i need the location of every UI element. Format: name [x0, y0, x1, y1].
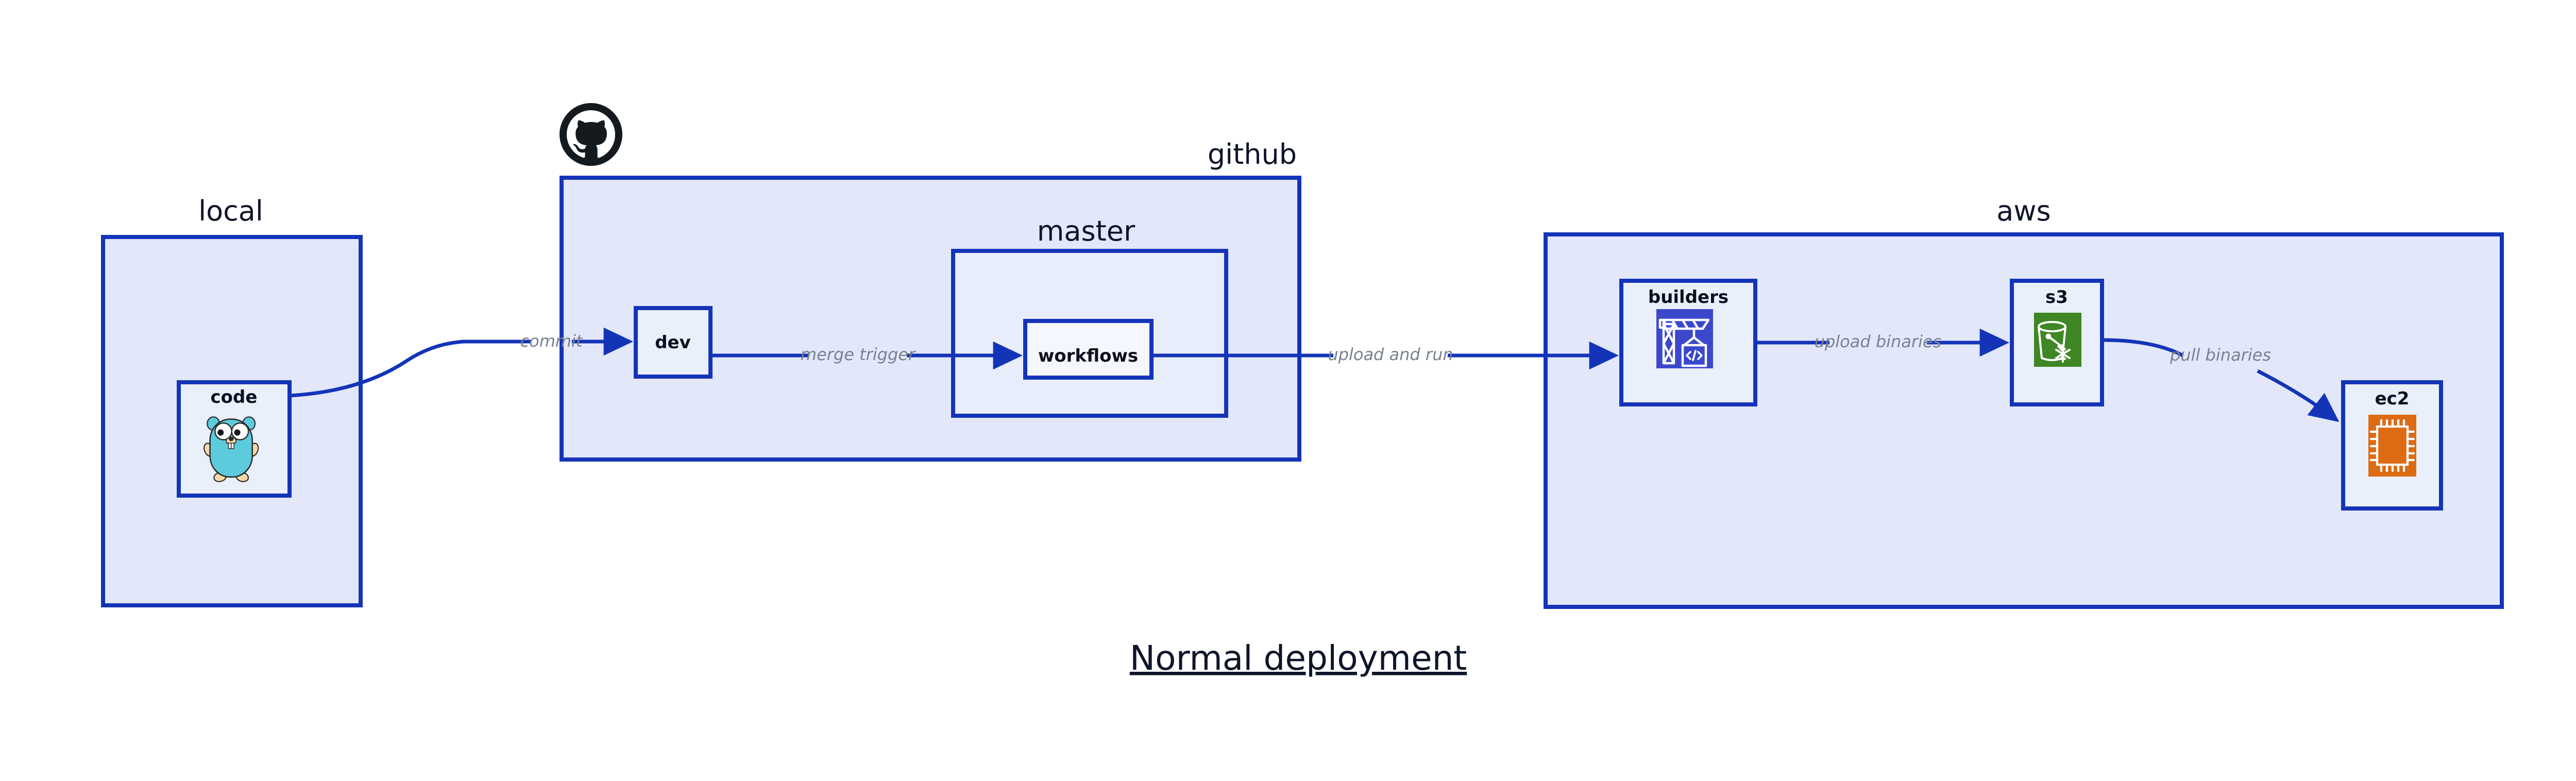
node-workflows-label: workflows	[1038, 346, 1138, 366]
container-aws-label: aws	[1996, 195, 2050, 227]
node-workflows-box	[1023, 319, 1154, 380]
edge-code-to-dev: commit	[289, 327, 634, 398]
aws-codebuild-icon	[1656, 309, 1713, 368]
node-ec2[interactable]: ec2	[2341, 380, 2443, 511]
node-dev-box	[634, 306, 713, 379]
node-code[interactable]: code	[177, 380, 292, 498]
node-dev-label: dev	[655, 332, 691, 353]
node-ec2-label: ec2	[2375, 388, 2410, 409]
aws-ec2-chip-icon	[2368, 415, 2416, 477]
node-workflows[interactable]: workflows	[1023, 319, 1154, 380]
go-gopher-icon	[204, 416, 259, 482]
edge-workflows-to-builders: upload and run	[1151, 341, 1619, 370]
github-octocat-icon	[560, 103, 622, 166]
edge-dev-to-workflows: merge trigger	[710, 341, 1023, 370]
edge-label-upload-and-run: upload and run	[1328, 345, 1453, 364]
edge-label-merge-trigger: merge trigger	[801, 345, 916, 364]
container-local-label: local	[198, 195, 263, 227]
aws-s3-glacier-bucket-icon	[2034, 313, 2081, 367]
diagram-title: Normal deployment	[1130, 638, 1467, 678]
edge-label-upload-binaries: upload binaries	[1815, 332, 1942, 351]
edge-label-pull-binaries: pull binaries	[2170, 345, 2271, 365]
edge-s3-to-ec2: pull binaries	[2102, 338, 2340, 422]
node-code-label: code	[211, 387, 258, 408]
node-builders-label: builders	[1648, 287, 1728, 308]
node-s3[interactable]: s3	[2010, 279, 2104, 406]
edge-builders-to-s3: upload binaries	[1755, 328, 2010, 357]
container-master-label: master	[1037, 215, 1136, 247]
node-s3-label: s3	[2045, 287, 2068, 308]
container-github-label: github	[1208, 138, 1297, 171]
node-builders[interactable]: builders	[1619, 279, 1757, 406]
node-dev[interactable]: dev	[634, 306, 713, 379]
edge-label-commit: commit	[520, 331, 583, 351]
